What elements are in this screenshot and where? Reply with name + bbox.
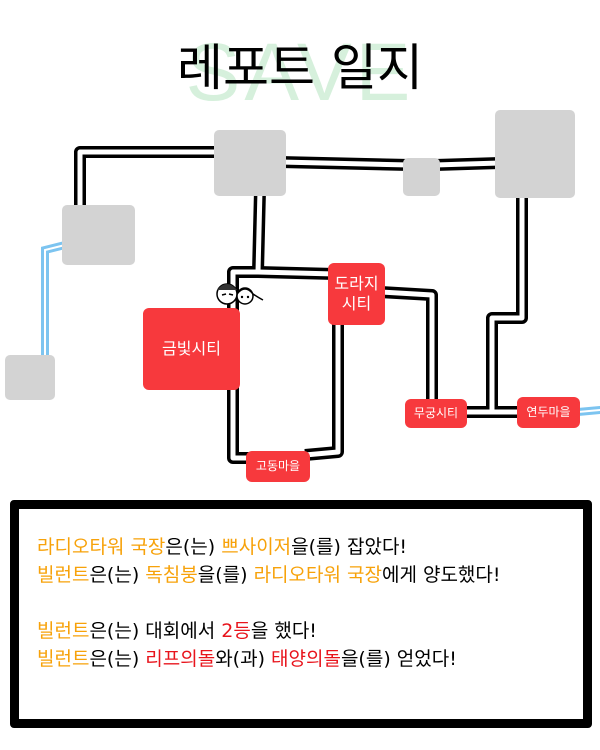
log-text: 을(를) 잡았다! <box>291 536 408 558</box>
city-label: 무궁시티 <box>413 406 459 420</box>
log-text: 은(는) <box>89 648 146 670</box>
water-routes <box>41 241 600 416</box>
city-label: 도라지 <box>334 274 379 293</box>
log-text: 은(는) 대회에서 <box>89 620 222 642</box>
highlighted-term: 독침붕 <box>145 564 198 586</box>
city-geumbit[interactable]: 금빛시티 <box>143 308 240 390</box>
locked-location <box>403 158 440 196</box>
page-title: 레포트 일지 <box>177 39 423 97</box>
highlighted-term: 빌런트 <box>37 564 90 586</box>
log-text: 을 했다! <box>250 620 317 642</box>
highlighted-term: 쁘사이저 <box>221 536 292 558</box>
highlighted-term: 리프의돌 <box>145 648 216 670</box>
log-line: 빌런트은(는) 대회에서 2등을 했다! <box>37 616 317 643</box>
log-text: 을(를) <box>197 564 254 586</box>
roads <box>74 146 528 464</box>
highlighted-term: 빌런트 <box>37 620 90 642</box>
locked-location <box>5 355 55 400</box>
log-line: 빌런트은(는) 독침붕을(를) 라디오타워 국장에게 양도했다! <box>37 560 501 587</box>
highlighted-term: 라디오타워 국장 <box>253 564 382 586</box>
city-godong[interactable]: 고동마을 <box>246 451 310 482</box>
log-line: 라디오타워 국장은(는) 쁘사이저을(를) 잡았다! <box>37 532 407 559</box>
city-label: 연두마을 <box>526 405 571 419</box>
city-yeondu[interactable]: 연두마을 <box>517 397 580 428</box>
locked-location <box>495 110 575 198</box>
highlighted-term: 라디오타워 국장 <box>37 536 166 558</box>
highlighted-term: 태양의돌 <box>271 648 341 670</box>
city-label: 시티 <box>341 294 372 313</box>
trainer-avatar-icon <box>216 283 238 305</box>
log-text: 에게 양도했다! <box>381 564 501 586</box>
locked-location <box>214 130 286 196</box>
region-map <box>41 146 600 464</box>
log-text: 은(는) <box>89 564 146 586</box>
highlighted-term: 빌런트 <box>37 648 90 670</box>
log-text: 은(는) <box>165 536 222 558</box>
player-avatars <box>216 283 264 305</box>
city-mugung[interactable]: 무궁시티 <box>405 399 467 428</box>
city-label: 고동마을 <box>255 459 301 473</box>
header: SAVE 레포트 일지 <box>0 20 600 114</box>
log-text: 을(를) 얻었다! <box>340 648 457 670</box>
city-doraji[interactable]: 도라지 시티 <box>328 263 385 325</box>
city-label: 금빛시티 <box>162 339 221 358</box>
locked-location <box>62 205 135 265</box>
rival-avatar-icon <box>236 287 264 305</box>
save-watermark: SAVE <box>185 27 415 118</box>
log-line: 빌런트은(는) 리프의돌와(과) 태양의돌을(를) 얻었다! <box>37 644 457 671</box>
log-text: 와(과) <box>215 648 272 670</box>
report-log: 라디오타워 국장은(는) 쁘사이저을(를) 잡았다! 빌런트은(는) 독침붕을(… <box>10 500 592 728</box>
highlighted-term: 2등 <box>221 620 251 642</box>
